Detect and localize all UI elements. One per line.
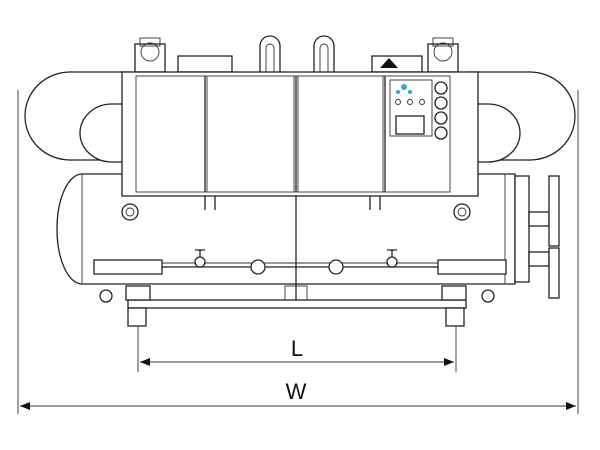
compressor-left bbox=[134, 37, 166, 73]
sight-glass-left bbox=[121, 203, 139, 221]
foot-right bbox=[445, 307, 465, 327]
valve-left-icon bbox=[194, 256, 206, 268]
top-pipe-loop-left bbox=[259, 35, 281, 72]
display-screen bbox=[395, 115, 425, 135]
gauge-4-icon bbox=[434, 126, 448, 140]
dimension-l-label: L bbox=[291, 336, 303, 361]
compressor-right bbox=[427, 37, 459, 73]
lower-piping-manifold bbox=[93, 249, 507, 275]
gauge-2-icon bbox=[434, 96, 448, 110]
gauge-1-icon bbox=[434, 81, 448, 95]
dimension-w: W bbox=[17, 90, 579, 414]
flange-left-icon bbox=[250, 259, 266, 275]
top-vent-housing bbox=[371, 55, 423, 73]
status-led-icon bbox=[401, 84, 407, 90]
mid-left-vessel bbox=[79, 103, 136, 163]
vent-arrow-icon bbox=[380, 58, 398, 68]
gauge-3-icon bbox=[434, 111, 448, 125]
flange-right-icon bbox=[328, 259, 344, 275]
valve-right-icon bbox=[386, 256, 398, 268]
lower-main-vessel bbox=[56, 173, 560, 299]
dimension-w-label: W bbox=[286, 379, 307, 404]
mid-right-vessel bbox=[469, 103, 521, 163]
foot-left bbox=[127, 307, 147, 327]
top-junction-box bbox=[177, 55, 233, 73]
dimension-l: L bbox=[137, 326, 457, 372]
base-frame bbox=[99, 285, 495, 327]
sight-glass-right bbox=[453, 203, 471, 221]
control-panel-interface bbox=[389, 79, 448, 140]
top-pipe-loop-right bbox=[313, 35, 335, 72]
